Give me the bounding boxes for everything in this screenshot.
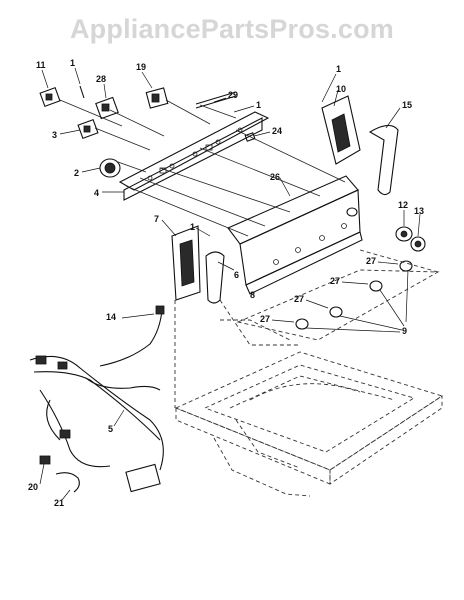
- callout-12: 12: [398, 200, 408, 210]
- callout-26: 26: [270, 172, 280, 182]
- switch-part-11: [39, 86, 61, 108]
- callout-29: 29: [228, 90, 238, 100]
- console-panel: [227, 175, 363, 295]
- end-cap-7: [171, 225, 201, 301]
- callout-3: 3: [52, 130, 57, 140]
- callout-9: 9: [402, 326, 407, 336]
- callout-27: 27: [260, 314, 270, 324]
- callout-10: 10: [336, 84, 346, 94]
- callout-6: 6: [234, 270, 239, 280]
- callout-leaders: [39, 67, 421, 501]
- knob-9b: [369, 280, 383, 292]
- end-cap-10: [321, 95, 361, 165]
- switch-part-28: [95, 96, 119, 120]
- knob-9a: [399, 260, 413, 272]
- callout-labels: 11 1 28 19 29 1 1 10 15 24 3 2 4 26 7 1 …: [28, 58, 424, 508]
- knob-12: [395, 226, 413, 242]
- knob-leaders-9: [305, 269, 409, 333]
- washer-top-cabinet: [174, 351, 444, 497]
- knob-9d: [295, 318, 309, 330]
- callout-1: 1: [256, 100, 261, 110]
- console-frame-outline: [174, 249, 440, 408]
- callout-24: 24: [272, 126, 282, 136]
- knob-13: [410, 236, 426, 252]
- trim-15: [368, 124, 399, 196]
- callout-13: 13: [414, 206, 424, 216]
- callout-11: 11: [36, 60, 46, 70]
- switch-part-3: [77, 118, 99, 140]
- callout-1: 1: [336, 64, 341, 74]
- knob-9c: [329, 306, 343, 318]
- callout-1: 1: [70, 58, 75, 68]
- callout-27: 27: [366, 256, 376, 266]
- callout-2: 2: [74, 168, 79, 178]
- callout-27: 27: [330, 276, 340, 286]
- timer-switch-19: [145, 87, 169, 109]
- wire-harness: [29, 305, 165, 493]
- screw-1a: [79, 85, 85, 99]
- callout-4: 4: [94, 188, 99, 198]
- callout-14: 14: [106, 312, 116, 322]
- bracket-29: [195, 91, 237, 109]
- callout-5: 5: [108, 424, 113, 434]
- callout-27: 27: [294, 294, 304, 304]
- callout-21: 21: [54, 498, 64, 508]
- clip-24: [244, 132, 256, 142]
- callout-28: 28: [96, 74, 106, 84]
- bracket-6: [205, 251, 225, 304]
- watermark-text: AppliancePartsPros.com: [69, 14, 394, 44]
- callout-19: 19: [136, 62, 146, 72]
- callout-20: 20: [28, 482, 38, 492]
- assembly-lines: [59, 99, 346, 237]
- callout-15: 15: [402, 100, 412, 110]
- callout-8: 8: [250, 290, 255, 300]
- callout-1: 1: [190, 222, 195, 232]
- callout-7: 7: [154, 214, 159, 224]
- timer-knob-2: [99, 158, 121, 178]
